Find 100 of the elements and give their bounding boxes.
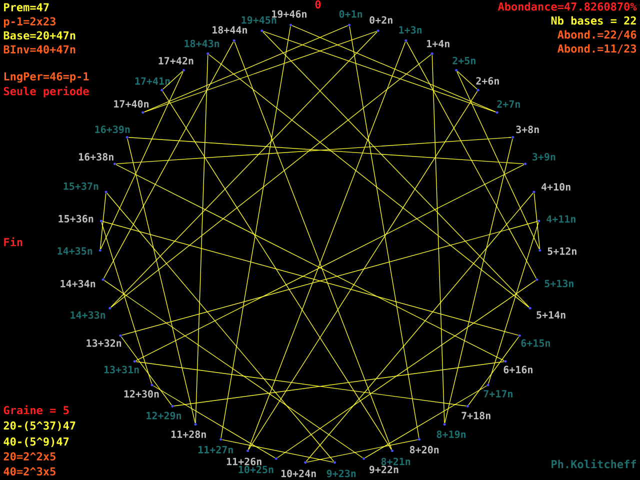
connector-line	[534, 193, 540, 250]
point-label: 19+45n	[242, 16, 276, 24]
info-text: Seule periode	[4, 86, 89, 98]
point-label: 14+34n	[60, 280, 96, 288]
connector-line	[262, 32, 530, 308]
point-label: 18+43n	[184, 40, 220, 48]
info-text: BInv=40+47n	[4, 45, 76, 54]
connector-line	[106, 192, 334, 462]
connector-line	[100, 71, 184, 250]
connector-line	[432, 54, 445, 424]
connector-line	[110, 32, 378, 308]
connector-line	[222, 439, 334, 463]
point-label: 19+46n	[272, 10, 306, 18]
connector-line	[306, 439, 418, 463]
connector-line	[100, 193, 106, 250]
point-label: 8+20n	[410, 446, 439, 454]
point-label: 11+27n	[198, 446, 233, 454]
connector-line	[292, 25, 496, 112]
connector-line	[349, 26, 420, 438]
info-text: Abond.=22/46	[558, 30, 636, 40]
connector-line	[468, 336, 520, 406]
point-label: 8+19n	[436, 430, 466, 438]
info-text: Fin	[4, 237, 22, 246]
info-text: Prem=47	[4, 3, 49, 12]
info-text: p-1=2x23	[4, 17, 56, 28]
point-label: 10+25n	[238, 466, 274, 474]
connector-line	[162, 91, 392, 450]
info-text: 40=2^3x5	[4, 467, 56, 476]
connector-line	[162, 70, 183, 90]
connector-line	[456, 71, 540, 250]
point-label: 1+3n	[399, 26, 422, 34]
point-label: 0+1n	[339, 10, 362, 18]
connector-line	[234, 42, 392, 450]
connector-line	[208, 54, 530, 308]
info-text: Base=20+47n	[4, 31, 76, 40]
info-text: Ph.Kolitcheff	[552, 459, 636, 468]
point-label: 3+9n	[532, 152, 556, 161]
point-label: 7+18n	[462, 412, 490, 420]
point-label: 14+33n	[70, 311, 106, 319]
point-label: 14+35n	[58, 247, 92, 255]
connector-line	[406, 41, 537, 279]
point-label: 5+13n	[544, 280, 574, 288]
connector-line	[277, 280, 536, 458]
info-text: Abond.=11/23	[558, 44, 636, 54]
connector-line	[488, 222, 539, 384]
connector-line	[144, 25, 348, 112]
connector-line	[127, 138, 196, 424]
point-label: 9+23n	[326, 470, 356, 478]
point-label: 11+26n	[226, 458, 262, 466]
connector-line	[306, 192, 534, 462]
point-label: 3+8n	[516, 126, 539, 134]
connector-line	[457, 70, 478, 90]
point-label: 18+44n	[212, 26, 247, 34]
info-text: LngPer=46=p-1	[4, 72, 89, 83]
point-label: 11+28n	[171, 430, 206, 438]
point-label: 0+2n	[370, 16, 392, 24]
info-text: 20-(5^37)47	[4, 421, 76, 431]
connector-line	[220, 26, 291, 438]
connector-line	[248, 91, 478, 450]
connector-line	[152, 385, 276, 458]
connector-line	[101, 222, 152, 384]
point-label: 2+6n	[476, 77, 499, 85]
connector-line	[195, 54, 208, 424]
connector-line	[444, 138, 513, 424]
info-text: 40-(5^9)47	[4, 437, 69, 447]
point-label: 5+14n	[536, 311, 566, 319]
point-label: 16+39n	[95, 126, 130, 134]
connector-line	[262, 30, 496, 112]
connector-line	[136, 361, 466, 406]
connector-line	[248, 42, 406, 450]
point-label: 13+31n	[104, 366, 139, 374]
point-label: 10+24n	[281, 470, 316, 478]
point-label: 2+5n	[452, 56, 476, 64]
point-label: 17+41n	[135, 77, 170, 85]
info-text: 0	[315, 0, 321, 9]
info-text: Graine = 5	[4, 405, 69, 414]
point-label: 5+12n	[548, 247, 576, 255]
info-text: Nb bases = 22	[551, 16, 636, 25]
point-label: 12+30n	[124, 390, 159, 398]
point-label: 6+16n	[504, 366, 532, 374]
info-text: 20=2^2x5	[4, 452, 56, 461]
point-label: 1+4n	[427, 40, 450, 48]
point-label: 2+7n	[497, 100, 520, 108]
point-label: 13+32n	[86, 339, 122, 347]
connector-line	[364, 385, 488, 458]
point-label: 16+38n	[78, 153, 114, 161]
info-text: Abondance=47.8260870%	[498, 2, 637, 11]
connector-line	[120, 336, 172, 406]
connector-line	[110, 54, 432, 308]
point-label: 15+36n	[58, 214, 94, 222]
connector-line	[103, 41, 234, 279]
point-label: 17+42n	[158, 56, 194, 64]
point-label: 9+22n	[369, 466, 398, 474]
point-label: 4+11n	[546, 215, 576, 223]
point-label: 7+17n	[484, 390, 512, 398]
point-label: 17+40n	[114, 100, 149, 108]
connector-line	[144, 30, 378, 112]
point-label: 6+15n	[521, 339, 550, 347]
point-label: 4+10n	[542, 183, 570, 191]
point-label: 8+21n	[381, 458, 410, 466]
